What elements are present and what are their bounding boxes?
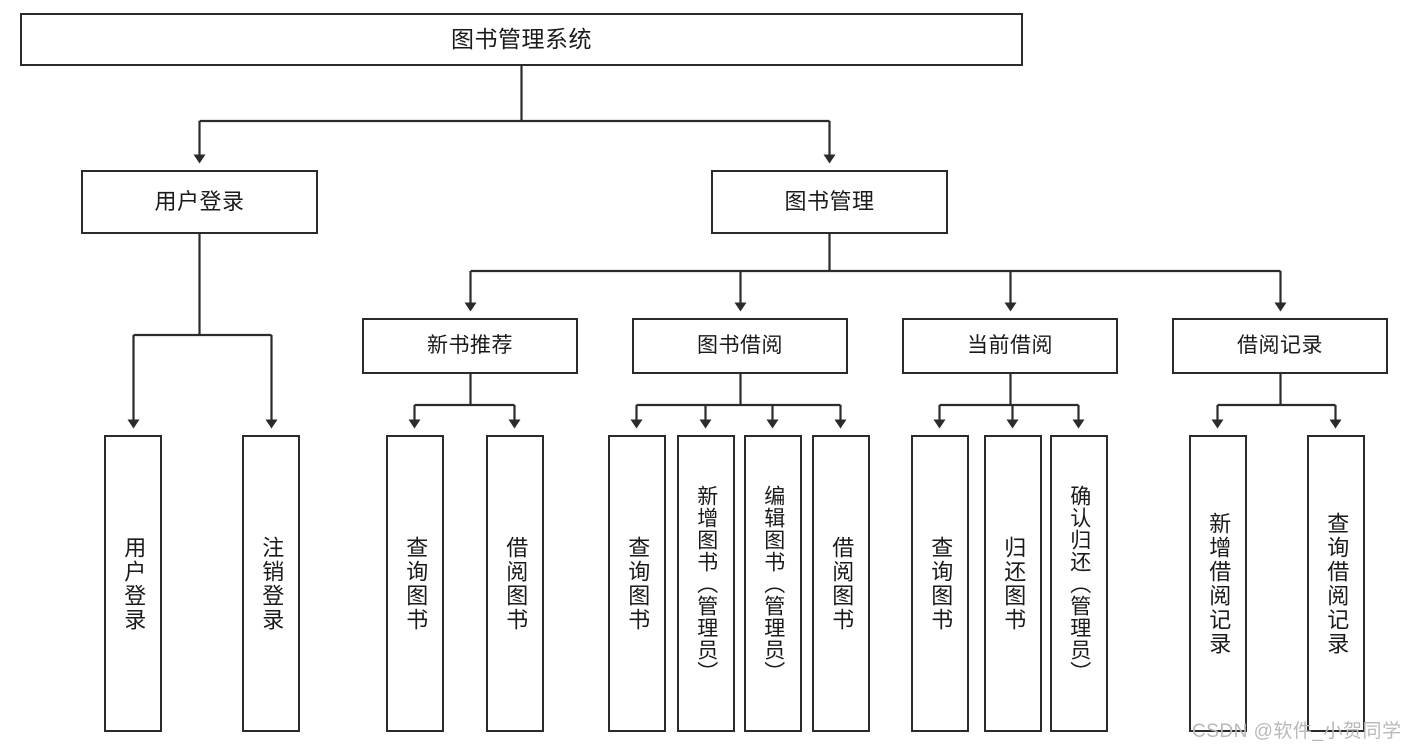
node-leaf-edit-book[interactable]: 编辑图书（管理员）: [744, 435, 802, 732]
node-book-borrow-label: 图书借阅: [697, 334, 783, 358]
node-leaf-return-book-label: 归还图书: [1001, 535, 1027, 632]
node-borrow-record-label: 借阅记录: [1237, 334, 1323, 358]
node-leaf-user-login-label: 用户登录: [121, 535, 147, 632]
node-leaf-add-book[interactable]: 新增图书（管理员）: [677, 435, 735, 732]
node-book-manage-label: 图书管理: [784, 188, 875, 214]
node-leaf-user-login[interactable]: 用户登录: [104, 435, 162, 732]
node-new-book-rec-label: 新书推荐: [427, 334, 513, 358]
node-leaf-add-book-label: 新增图书（管理员）: [694, 484, 718, 683]
node-leaf-query-book-cur-label: 查询图书: [928, 535, 954, 632]
node-current-borrow[interactable]: 当前借阅: [902, 318, 1118, 374]
node-leaf-borrow-book[interactable]: 借阅图书: [812, 435, 870, 732]
node-leaf-add-record[interactable]: 新增借阅记录: [1189, 435, 1247, 732]
node-current-borrow-label: 当前借阅: [967, 334, 1053, 358]
node-leaf-confirm-return-label: 确认归还（管理员）: [1067, 484, 1091, 683]
node-user-login-label: 用户登录: [154, 188, 245, 214]
node-user-login[interactable]: 用户登录: [81, 170, 318, 234]
node-leaf-return-book[interactable]: 归还图书: [984, 435, 1042, 732]
node-leaf-query-book-cur[interactable]: 查询图书: [911, 435, 969, 732]
node-leaf-query-book-borrow-label: 查询图书: [625, 535, 651, 632]
node-leaf-logout[interactable]: 注销登录: [242, 435, 300, 732]
node-leaf-borrow-book-rec-label: 借阅图书: [503, 535, 529, 632]
node-leaf-query-book-rec[interactable]: 查询图书: [386, 435, 444, 732]
node-leaf-borrow-book-rec[interactable]: 借阅图书: [486, 435, 544, 732]
node-root[interactable]: 图书管理系统: [20, 13, 1023, 66]
node-root-label: 图书管理系统: [451, 26, 592, 53]
node-borrow-record[interactable]: 借阅记录: [1172, 318, 1388, 374]
node-leaf-query-book-borrow[interactable]: 查询图书: [608, 435, 666, 732]
node-leaf-confirm-return[interactable]: 确认归还（管理员）: [1050, 435, 1108, 732]
node-leaf-query-book-rec-label: 查询图书: [403, 535, 429, 632]
node-leaf-add-record-label: 新增借阅记录: [1206, 511, 1232, 656]
node-leaf-query-record[interactable]: 查询借阅记录: [1307, 435, 1365, 732]
node-new-book-rec[interactable]: 新书推荐: [362, 318, 578, 374]
node-book-borrow[interactable]: 图书借阅: [632, 318, 848, 374]
node-leaf-edit-book-label: 编辑图书（管理员）: [761, 484, 785, 683]
node-book-manage[interactable]: 图书管理: [711, 170, 948, 234]
node-leaf-query-record-label: 查询借阅记录: [1324, 511, 1350, 656]
node-leaf-logout-label: 注销登录: [259, 535, 285, 632]
node-leaf-borrow-book-label: 借阅图书: [829, 535, 855, 632]
